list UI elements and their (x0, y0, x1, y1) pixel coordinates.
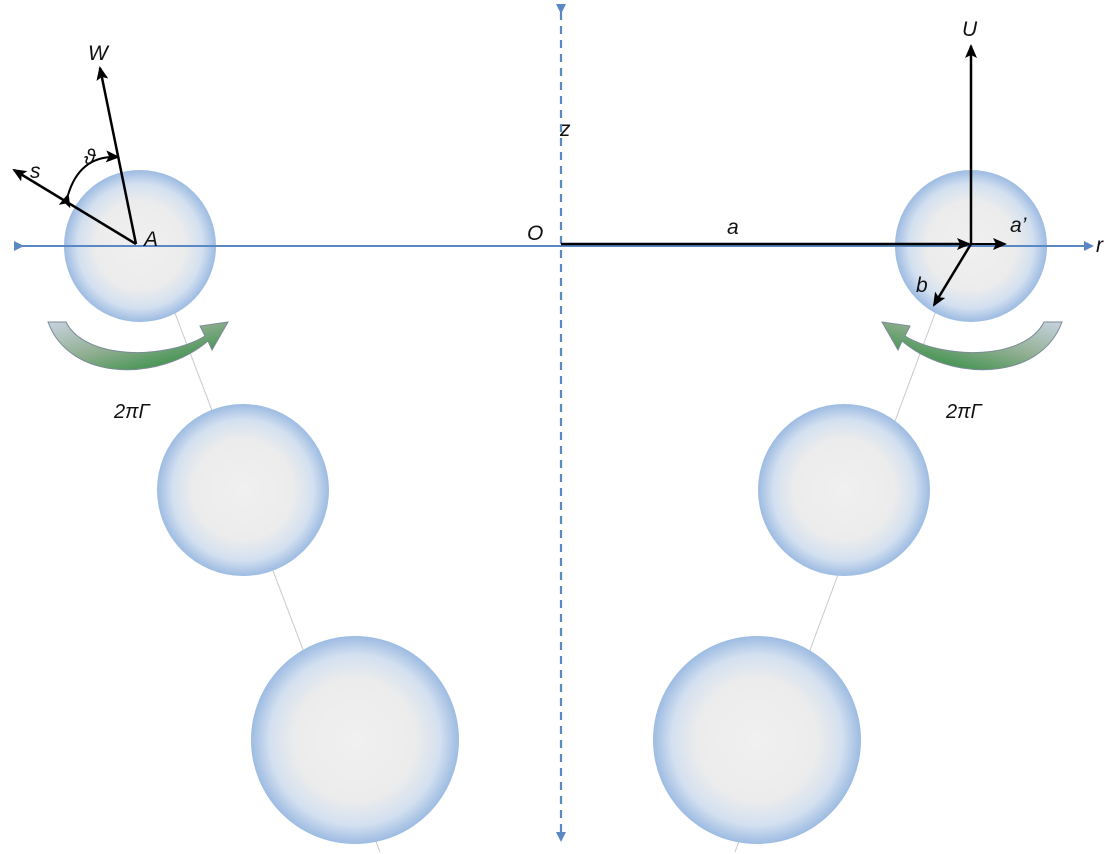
circulation-label-left: 2πΓ (113, 401, 152, 423)
vortex-core-left-3 (251, 636, 459, 844)
rotation-arrow-left (47, 321, 229, 371)
point-a-label: A (142, 228, 158, 251)
z-axis-label: z (559, 118, 571, 141)
origin-label: O (527, 222, 543, 245)
rotation-arrow-right (881, 321, 1063, 371)
b-vector (932, 243, 973, 307)
w-velocity-label: W (88, 42, 110, 65)
vortex-core-right-3 (653, 636, 861, 844)
a-prime-label: a’ (1010, 214, 1027, 237)
circulation-label-right: 2πΓ (945, 401, 984, 423)
u-velocity-label: U (962, 18, 978, 41)
vortex-core-left-2 (157, 404, 329, 576)
theta-angle-arc (58, 150, 120, 209)
radius-a-label: a (727, 216, 739, 239)
r-axis-label: r (1096, 234, 1104, 257)
vortex-core-right-2 (758, 404, 930, 576)
b-label: b (916, 274, 928, 297)
s-label: s (30, 160, 41, 183)
theta-label: ϑ (84, 146, 97, 169)
